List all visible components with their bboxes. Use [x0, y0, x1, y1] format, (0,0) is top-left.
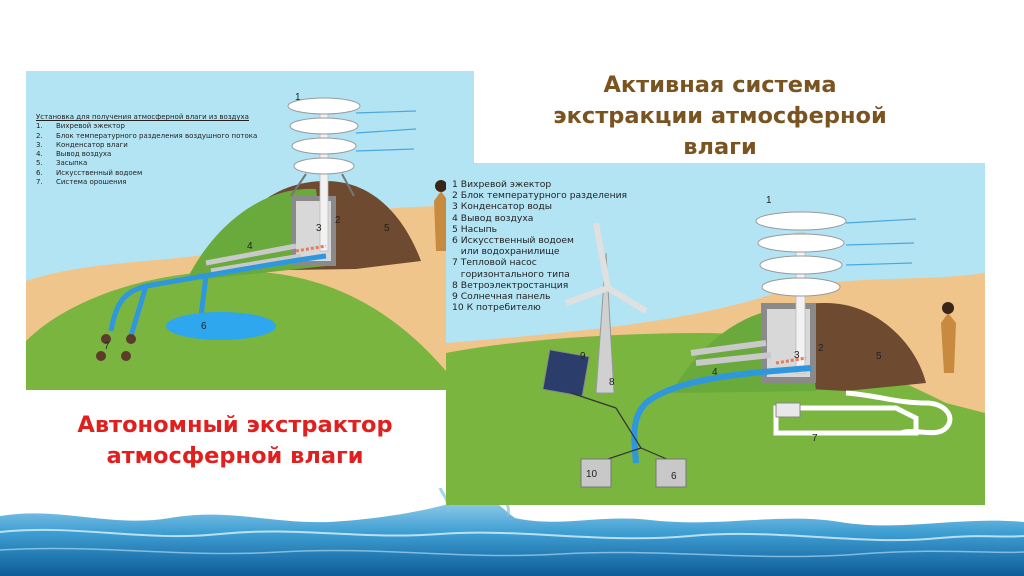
left-legend-row: 5.Засыпка [36, 159, 88, 168]
right-label-4: 4 [712, 367, 718, 378]
left-label-2: 2 [335, 215, 341, 226]
right-label-3: 3 [794, 350, 800, 361]
left-legend-row: 4.Вывод воздуха [36, 150, 112, 159]
right-label-2: 2 [818, 343, 824, 354]
right-legend: 1 Вихревой эжектор 2 Блок температурного… [452, 179, 627, 313]
right-legend-row: 9 Солнечная панель [452, 291, 551, 303]
left-diagram-panel: 1 2 3 4 5 6 7 Установка для получения ат… [26, 71, 474, 390]
left-legend: Установка для получения атмосферной влаг… [36, 113, 257, 187]
right-legend-row: 2 Блок температурного разделения [452, 190, 628, 202]
right-legend-row: 8 Ветроэлектростанция [452, 279, 569, 291]
left-label-4: 4 [247, 241, 253, 252]
left-label-5: 5 [384, 223, 390, 234]
right-label-6: 6 [671, 471, 677, 482]
left-label-1: 1 [295, 92, 301, 103]
left-legend-row: 3.Конденсатор влаги [36, 140, 128, 149]
right-legend-row: горизонтального типа [452, 268, 570, 280]
right-label-7: 7 [812, 433, 818, 444]
right-label-1: 1 [766, 195, 772, 206]
right-legend-row: 10 К потребителю [452, 302, 541, 314]
left-legend-row: 2.Блок температурного разделения воздушн… [36, 131, 258, 140]
right-heading: Активная система экстракции атмосферной … [520, 70, 920, 163]
left-legend-row: 1.Вихревой эжектор [36, 122, 125, 131]
right-diagram-illustration: 1 2 3 4 5 6 7 8 9 10 [446, 163, 985, 505]
right-legend-row: 5 Насыпь [452, 223, 498, 235]
left-heading-line: атмосферной влаги [106, 443, 364, 469]
right-legend-row: 7 Тепловой насос [452, 257, 537, 269]
right-label-8: 8 [609, 377, 615, 388]
right-legend-row: 1 Вихревой эжектор [452, 179, 552, 190]
left-label-3: 3 [316, 223, 322, 234]
right-legend-row: или водохранилище [452, 246, 560, 258]
right-diagram-panel: 1 2 3 4 5 6 7 8 9 10 1 Вихревой эжектор … [446, 163, 985, 505]
left-heading-line: Автономный экстрактор [77, 412, 393, 438]
right-label-5: 5 [876, 351, 882, 362]
right-label-10: 10 [586, 469, 598, 480]
left-legend-row: 6.Искусственный водоем [36, 168, 143, 177]
right-legend-row: 3 Конденсатор воды [452, 201, 552, 213]
right-heading-line: влаги [683, 134, 757, 160]
left-heading: Автономный экстрактор атмосферной влаги [40, 410, 430, 472]
left-diagram-illustration: 1 2 3 4 5 6 7 [26, 71, 474, 390]
left-legend-row: 7.Система орошения [36, 178, 127, 187]
right-heading-line: Активная система [603, 72, 837, 98]
right-label-9: 9 [580, 351, 586, 362]
left-legend-title: Установка для получения атмосферной влаг… [36, 113, 249, 121]
right-legend-row: 4 Вывод воздуха [452, 212, 534, 224]
right-heading-line: экстракции атмосферной [553, 103, 887, 129]
right-legend-row: 6 Искусственный водоем [452, 235, 574, 247]
left-label-6: 6 [201, 321, 207, 332]
left-label-7: 7 [104, 341, 110, 352]
